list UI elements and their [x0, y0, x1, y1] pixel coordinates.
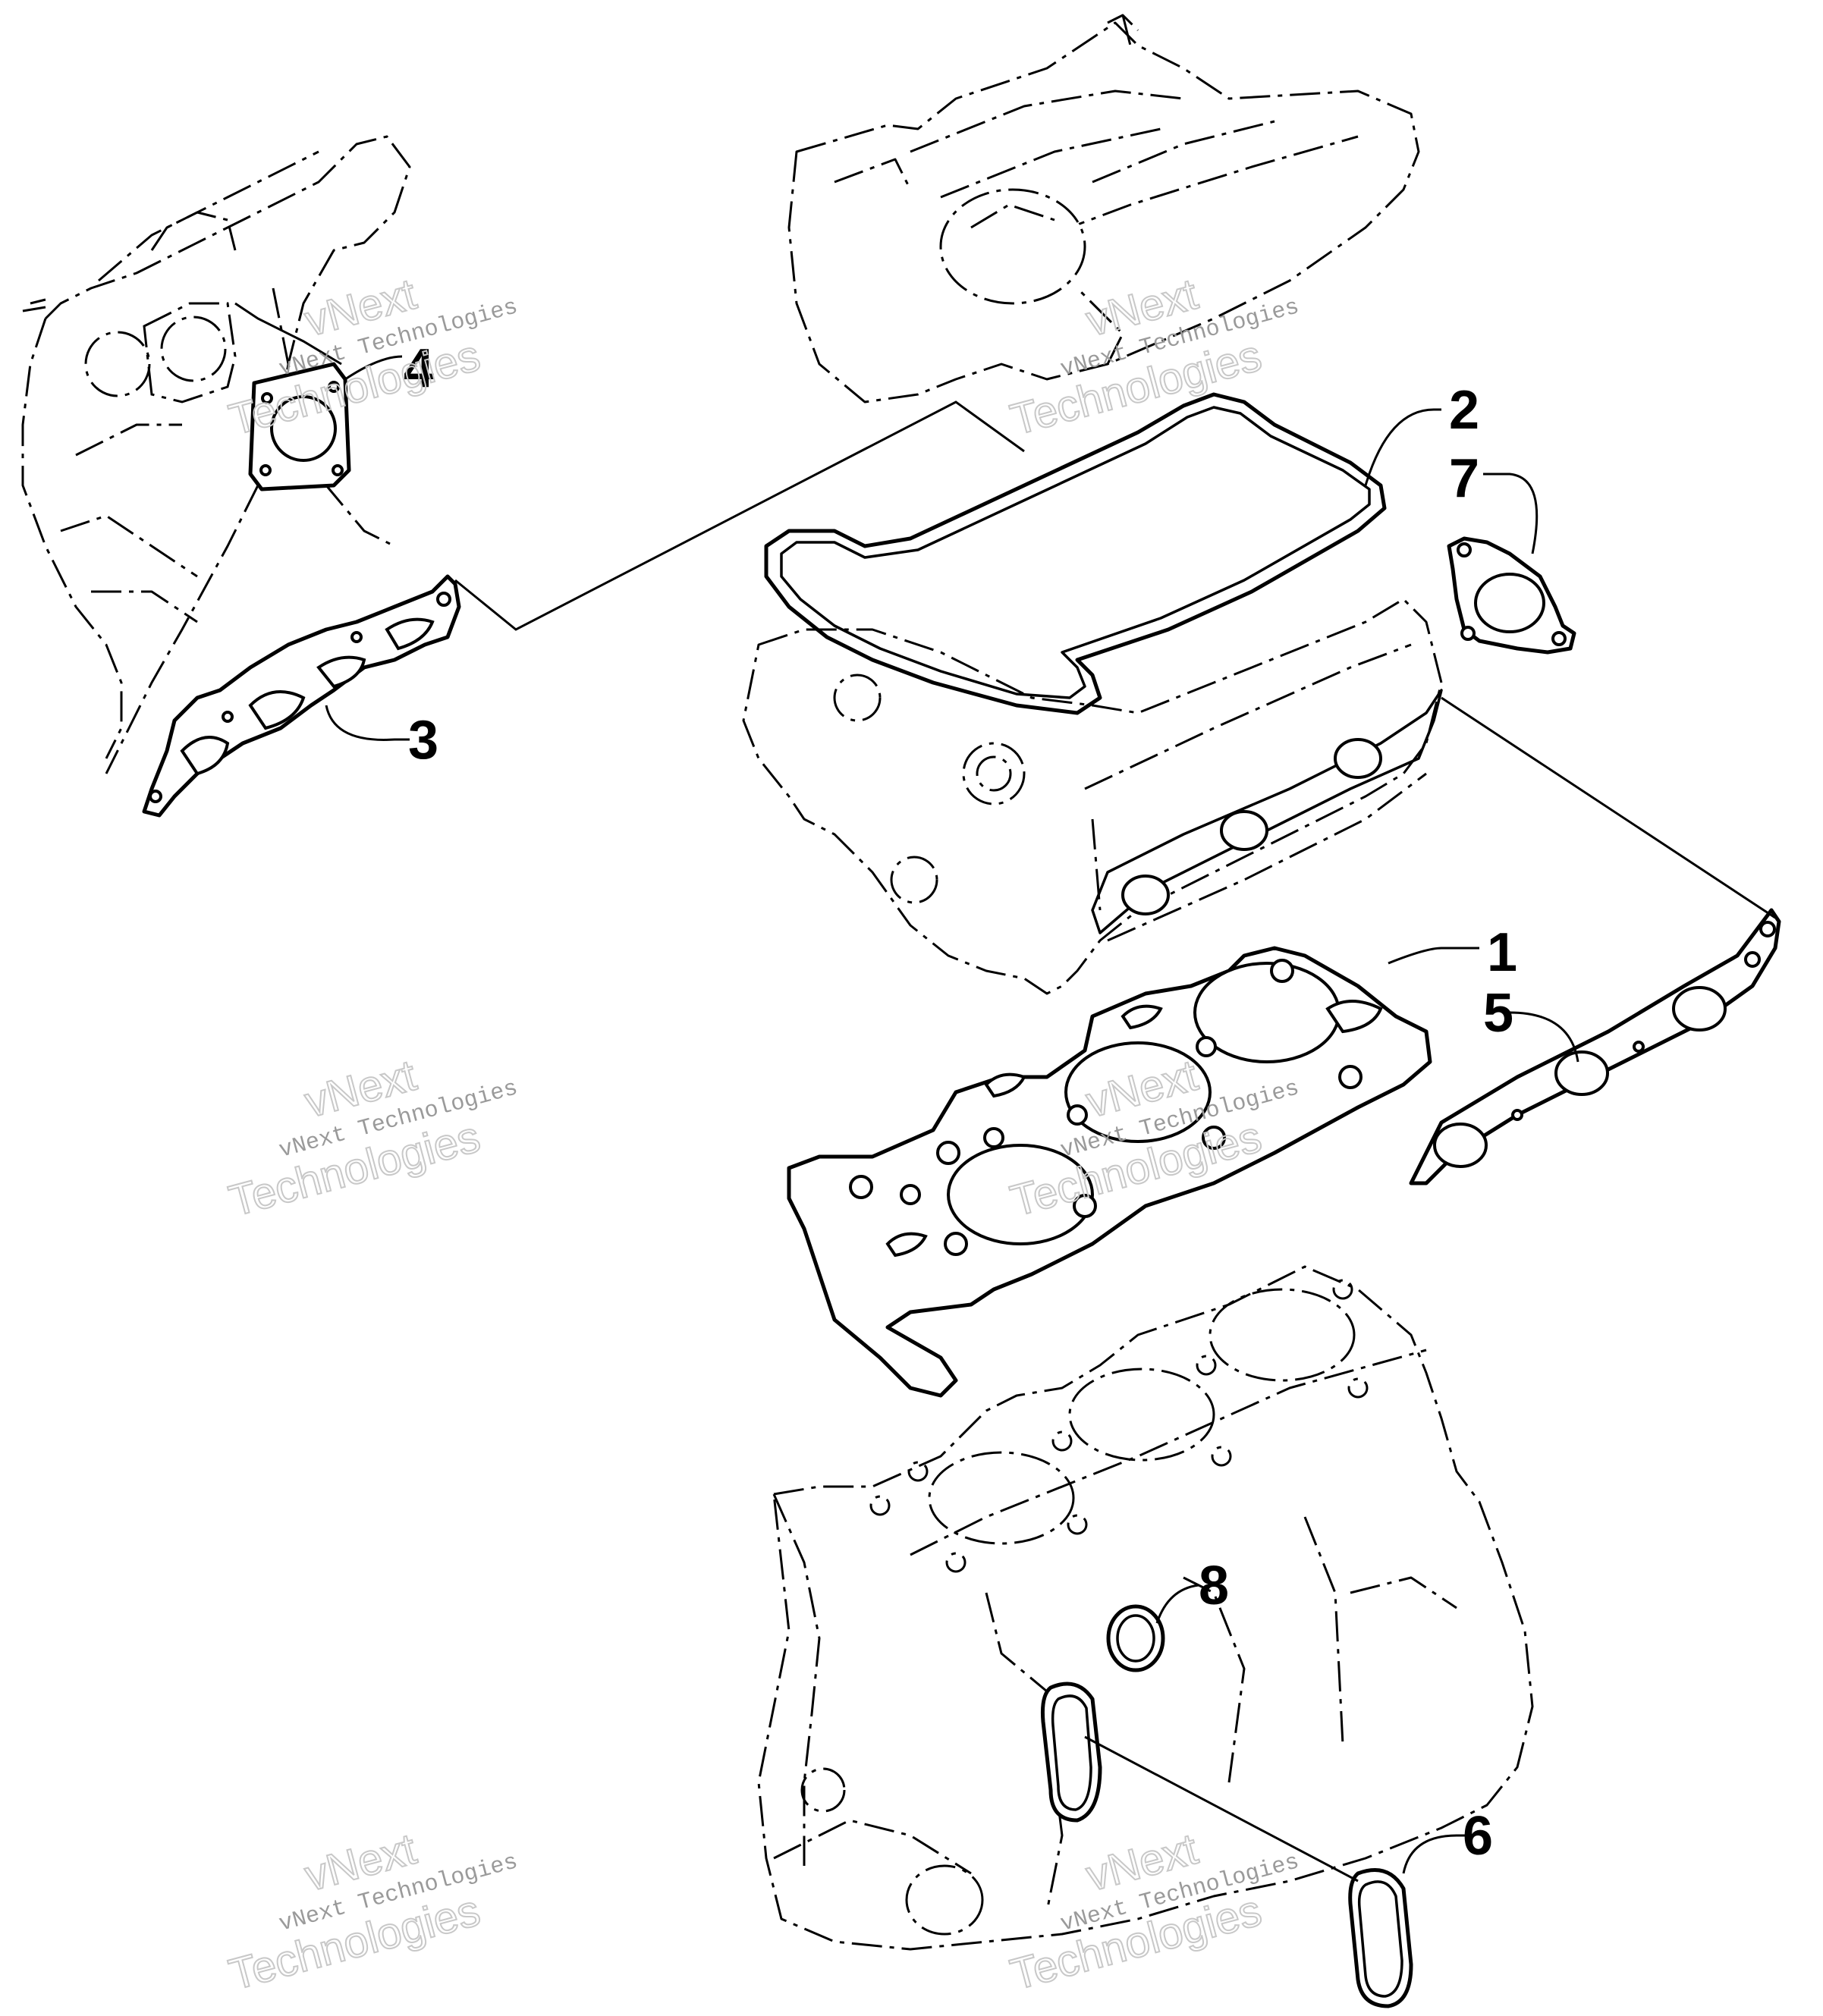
- callout-8: 8: [1199, 1556, 1229, 1616]
- callout-1: 1: [1487, 922, 1517, 983]
- head-cover-ghost: [787, 14, 1420, 404]
- small-flange-gasket: [1447, 536, 1576, 655]
- watermark-bottom-right: vNext vNext Technologies Technologies: [1004, 1823, 1302, 2000]
- callout-3: 3: [408, 710, 438, 771]
- throttle-body-gasket: [248, 362, 351, 491]
- watermark-bottom-left: vNext vNext Technologies Technologies: [223, 1823, 520, 2000]
- block-oval-seal: [1041, 1682, 1102, 1823]
- callout-4: 4: [404, 338, 434, 399]
- oval-seal-ring: [1348, 1868, 1413, 2008]
- exhaust-manifold-gasket: [1409, 908, 1781, 1185]
- cylinder-head-ghost: [742, 598, 1443, 995]
- cylinder-head-gasket: [787, 946, 1432, 1398]
- exhaust-port-face: [1091, 689, 1443, 934]
- small-o-ring: [1106, 1604, 1165, 1672]
- watermark-top-left: vNext vNext Technologies Technologies: [223, 268, 520, 445]
- callout-7: 7: [1449, 448, 1479, 509]
- callout-6: 6: [1463, 1806, 1493, 1867]
- callout-labels: 1 2 3 4 5 6 7 8: [404, 338, 1517, 1867]
- callout-2: 2: [1449, 380, 1479, 441]
- intake-manifold-ghost: [21, 135, 411, 774]
- watermark-mid-left: vNext vNext Technologies Technologies: [223, 1050, 520, 1226]
- leader-lines: [234, 302, 1776, 1883]
- intake-manifold-gasket: [142, 574, 461, 818]
- callout-5: 5: [1483, 983, 1513, 1044]
- head-cover-gasket: [764, 392, 1387, 715]
